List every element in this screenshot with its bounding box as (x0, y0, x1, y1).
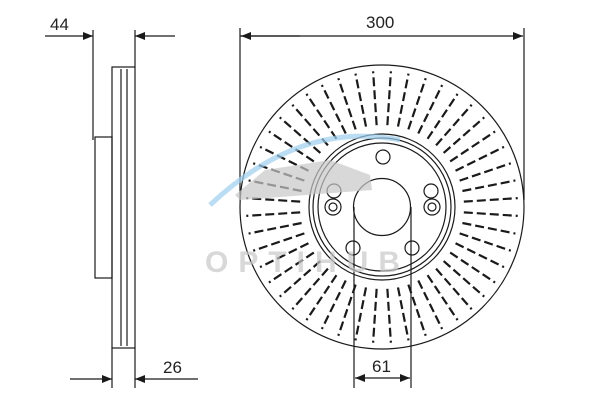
watermark: OPTIHUB (205, 133, 410, 279)
height-label: 44 (50, 15, 69, 34)
vent-slot (407, 77, 427, 130)
watermark-swoosh-icon (208, 133, 401, 207)
vent-slot (320, 84, 347, 134)
vent-slot (268, 130, 315, 163)
vent-slot (449, 130, 496, 163)
vent-slot (268, 251, 315, 284)
vent-slot (459, 162, 512, 182)
vent-slot (386, 71, 392, 126)
hub-profile (94, 136, 113, 279)
vent-slot (279, 116, 322, 154)
vent-slot (246, 211, 301, 217)
thickness-label: 26 (163, 358, 182, 377)
vent-slot (455, 145, 505, 172)
vent-slot (463, 197, 518, 203)
car-icon (235, 160, 372, 200)
vent-slot (305, 93, 338, 140)
vent-slots (246, 71, 518, 343)
vent-slot (337, 77, 357, 130)
side-view (45, 30, 198, 388)
disc-profile (111, 66, 136, 349)
disc-outer-edge (239, 64, 525, 350)
vent-slot (462, 179, 516, 193)
bore-label: 61 (372, 357, 391, 376)
vent-slot (449, 251, 496, 284)
vent-slot (463, 211, 518, 217)
vent-slot (442, 116, 485, 154)
locating-hole (324, 198, 342, 216)
watermark-text: OPTIHUB (205, 246, 410, 279)
vent-slot (435, 267, 473, 310)
vent-slot (248, 221, 302, 235)
vent-slot (354, 287, 368, 341)
vent-slot (455, 242, 505, 269)
vent-slot (396, 73, 410, 127)
vent-slot (252, 232, 305, 252)
vent-slot (417, 280, 444, 330)
vent-slot (354, 73, 368, 127)
vent-slot (459, 232, 512, 252)
vent-slot (462, 221, 516, 235)
vent-slot (337, 284, 357, 337)
vent-slot (372, 288, 378, 343)
vent-slot (426, 274, 459, 321)
bolt-hole (375, 149, 391, 165)
vent-slot (259, 242, 309, 269)
vent-slot (320, 280, 347, 330)
vent-slot (417, 84, 444, 134)
front-view (239, 28, 525, 388)
vent-slot (442, 260, 485, 298)
vent-slot (279, 260, 322, 298)
vent-slot (435, 104, 473, 147)
vent-slot (396, 287, 410, 341)
diameter-label: 300 (366, 13, 394, 32)
vent-slot (386, 288, 392, 343)
vent-slot (291, 267, 329, 310)
vent-slot (372, 71, 378, 126)
vent-slot (305, 274, 338, 321)
vent-slot (426, 93, 459, 140)
